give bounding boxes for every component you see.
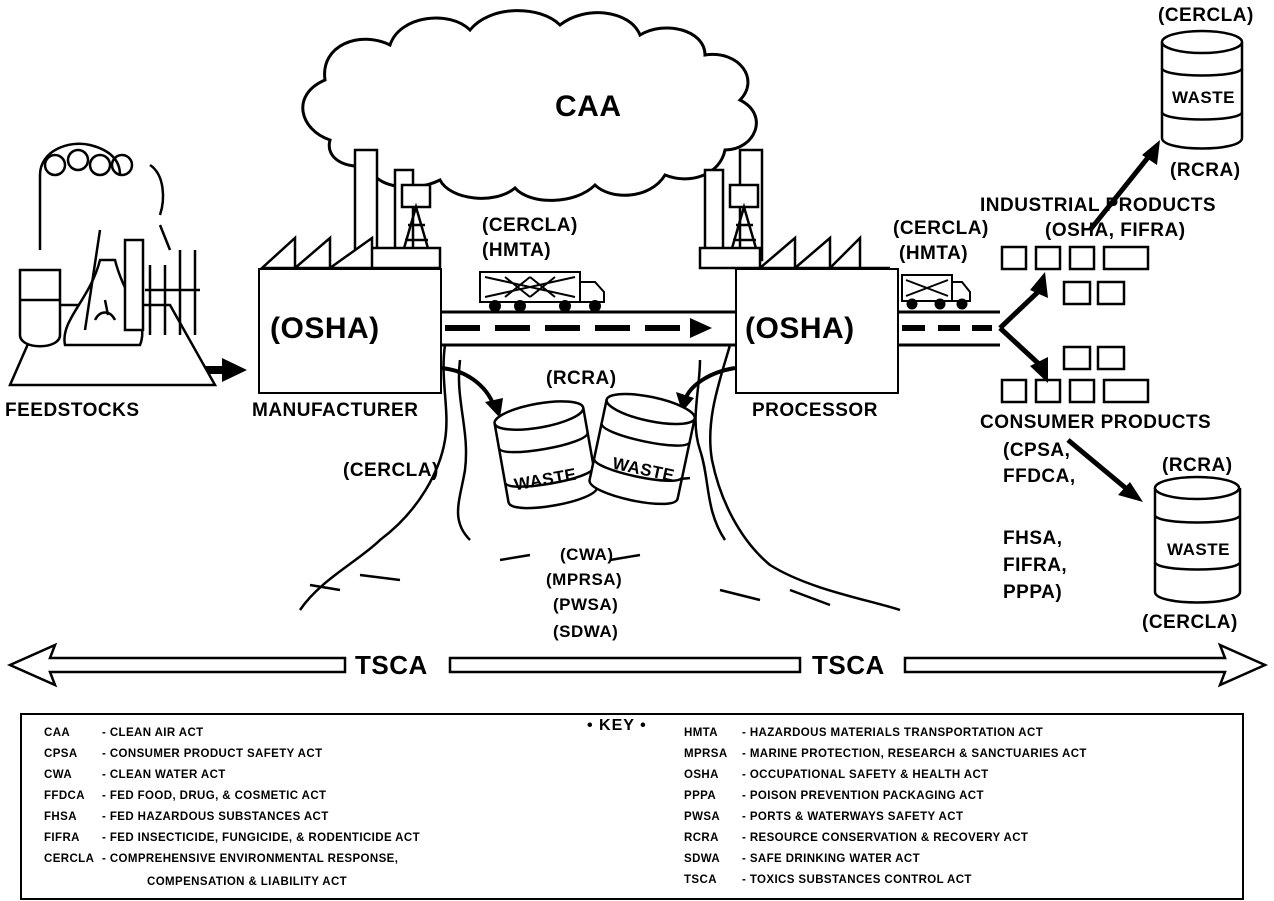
key-def: - HAZARDOUS MATERIALS TRANSPORTATION ACT bbox=[742, 727, 1043, 739]
key-def: - COMPREHENSIVE ENVIRONMENTAL RESPONSE, bbox=[102, 853, 398, 865]
key-abbr: CPSA bbox=[44, 748, 102, 760]
key-legend: • KEY • CAA- CLEAN AIR ACT CPSA- CONSUME… bbox=[20, 713, 1244, 900]
industrial-product-boxes bbox=[1002, 247, 1148, 304]
key-abbr: HMTA bbox=[684, 727, 742, 739]
key-def: COMPENSATION & LIABILITY ACT bbox=[147, 876, 347, 888]
key-def: - SAFE DRINKING WATER ACT bbox=[742, 853, 920, 865]
lab-glassware bbox=[10, 144, 215, 385]
tsca-right-label: TSCA bbox=[812, 650, 885, 681]
key-left-row: CERCLA- COMPREHENSIVE ENVIRONMENTAL RESP… bbox=[44, 853, 398, 865]
key-def: - TOXICS SUBSTANCES CONTROL ACT bbox=[742, 874, 972, 886]
key-abbr: CWA bbox=[44, 769, 102, 781]
drum-bottom-cercla: (CERCLA) bbox=[1142, 612, 1238, 634]
key-def: - MARINE PROTECTION, RESEARCH & SANCTUAR… bbox=[742, 748, 1087, 760]
key-right-row: SDWA- SAFE DRINKING WATER ACT bbox=[684, 853, 920, 865]
tsca-left-label: TSCA bbox=[355, 650, 428, 681]
pit-drum-left bbox=[493, 396, 600, 513]
pit-drum-right bbox=[587, 388, 697, 510]
key-def: - POISON PREVENTION PACKAGING ACT bbox=[742, 790, 984, 802]
transport2-cercla: (CERCLA) bbox=[893, 218, 989, 240]
water-law-mprsa: (MPRSA) bbox=[546, 570, 622, 590]
feedstock-arrow-head bbox=[222, 358, 247, 382]
drum-bottom-waste: WASTE bbox=[1167, 540, 1230, 560]
consumer-law-4: FIFRA, bbox=[1003, 555, 1067, 577]
key-left-row: CWA- CLEAN WATER ACT bbox=[44, 769, 226, 781]
drum-top-cercla: (CERCLA) bbox=[1158, 5, 1254, 27]
key-abbr: FHSA bbox=[44, 811, 102, 823]
key-right-row: HMTA- HAZARDOUS MATERIALS TRANSPORTATION… bbox=[684, 727, 1043, 739]
key-right-row: OSHA- OCCUPATIONAL SAFETY & HEALTH ACT bbox=[684, 769, 989, 781]
water-law-sdwa: (SDWA) bbox=[553, 622, 618, 642]
key-abbr: SDWA bbox=[684, 853, 742, 865]
key-abbr: FFDCA bbox=[44, 790, 102, 802]
tsca-arrows bbox=[10, 645, 1265, 685]
truck-large bbox=[480, 272, 604, 311]
key-def: - CLEAN WATER ACT bbox=[102, 769, 226, 781]
key-left-row: FFDCA- FED FOOD, DRUG, & COSMETIC ACT bbox=[44, 790, 326, 802]
key-left-row: CAA- CLEAN AIR ACT bbox=[44, 727, 204, 739]
consumer-law-5: PPPA) bbox=[1003, 582, 1062, 604]
key-title: • KEY • bbox=[587, 717, 647, 735]
pit-cercla-label: (CERCLA) bbox=[343, 460, 439, 482]
key-left-row: CPSA- CONSUMER PRODUCT SAFETY ACT bbox=[44, 748, 323, 760]
key-def: - FED FOOD, DRUG, & COSMETIC ACT bbox=[102, 790, 326, 802]
key-right-row: PPPA- POISON PREVENTION PACKAGING ACT bbox=[684, 790, 984, 802]
processor-osha-label: (OSHA) bbox=[745, 312, 855, 346]
drum-top-waste: WASTE bbox=[1172, 88, 1235, 108]
processor-label: PROCESSOR bbox=[752, 400, 878, 422]
caa-cloud-label: CAA bbox=[555, 90, 622, 124]
manufacturer-osha-label: (OSHA) bbox=[270, 312, 380, 346]
key-right-row: TSCA- TOXICS SUBSTANCES CONTROL ACT bbox=[684, 874, 972, 886]
key-left-row: FIFRA- FED INSECTICIDE, FUNGICIDE, & ROD… bbox=[44, 832, 420, 844]
water-law-cwa: (CWA) bbox=[560, 545, 613, 565]
key-def: - FED INSECTICIDE, FUNGICIDE, & RODENTIC… bbox=[102, 832, 420, 844]
transport2-hmta: (HMTA) bbox=[899, 243, 968, 265]
key-abbr: PWSA bbox=[684, 811, 742, 823]
consumer-law-3: FHSA, bbox=[1003, 528, 1063, 550]
feedstocks-label: FEEDSTOCKS bbox=[5, 400, 140, 422]
key-left-row: COMPENSATION & LIABILITY ACT bbox=[44, 876, 347, 888]
key-right-row: RCRA- RESOURCE CONSERVATION & RECOVERY A… bbox=[684, 832, 1028, 844]
key-abbr: CERCLA bbox=[44, 853, 102, 865]
truck-small bbox=[902, 275, 970, 309]
key-def: - OCCUPATIONAL SAFETY & HEALTH ACT bbox=[742, 769, 989, 781]
key-def: - CLEAN AIR ACT bbox=[102, 727, 204, 739]
consumer-product-boxes bbox=[1002, 347, 1148, 402]
key-def: - RESOURCE CONSERVATION & RECOVERY ACT bbox=[742, 832, 1028, 844]
water-law-pwsa: (PWSA) bbox=[553, 595, 618, 615]
key-right-row: MPRSA- MARINE PROTECTION, RESEARCH & SAN… bbox=[684, 748, 1087, 760]
key-abbr: CAA bbox=[44, 727, 102, 739]
drum-bottom-rcra: (RCRA) bbox=[1162, 455, 1233, 477]
key-abbr: RCRA bbox=[684, 832, 742, 844]
transport1-cercla: (CERCLA) bbox=[482, 215, 578, 237]
key-def: - PORTS & WATERWAYS SAFETY ACT bbox=[742, 811, 963, 823]
transport1-hmta: (HMTA) bbox=[482, 240, 551, 262]
industrial-products-title: INDUSTRIAL PRODUCTS bbox=[980, 195, 1216, 217]
key-abbr: OSHA bbox=[684, 769, 742, 781]
key-left-row: FHSA- FED HAZARDOUS SUBSTANCES ACT bbox=[44, 811, 329, 823]
road-arrow-head bbox=[690, 318, 712, 338]
pit-rcra-label: (RCRA) bbox=[546, 368, 617, 390]
key-abbr: FIFRA bbox=[44, 832, 102, 844]
consumer-law-1: (CPSA, bbox=[1003, 440, 1070, 462]
key-abbr: PPPA bbox=[684, 790, 742, 802]
key-abbr: MPRSA bbox=[684, 748, 742, 760]
drum-top-rcra: (RCRA) bbox=[1170, 160, 1241, 182]
industrial-products-laws: (OSHA, FIFRA) bbox=[1045, 220, 1186, 242]
consumer-law-2: FFDCA, bbox=[1003, 466, 1076, 488]
manufacturer-label: MANUFACTURER bbox=[252, 400, 418, 422]
key-abbr: TSCA bbox=[684, 874, 742, 886]
key-def: - CONSUMER PRODUCT SAFETY ACT bbox=[102, 748, 323, 760]
consumer-products-title: CONSUMER PRODUCTS bbox=[980, 412, 1211, 434]
key-def: - FED HAZARDOUS SUBSTANCES ACT bbox=[102, 811, 329, 823]
key-right-row: PWSA- PORTS & WATERWAYS SAFETY ACT bbox=[684, 811, 963, 823]
